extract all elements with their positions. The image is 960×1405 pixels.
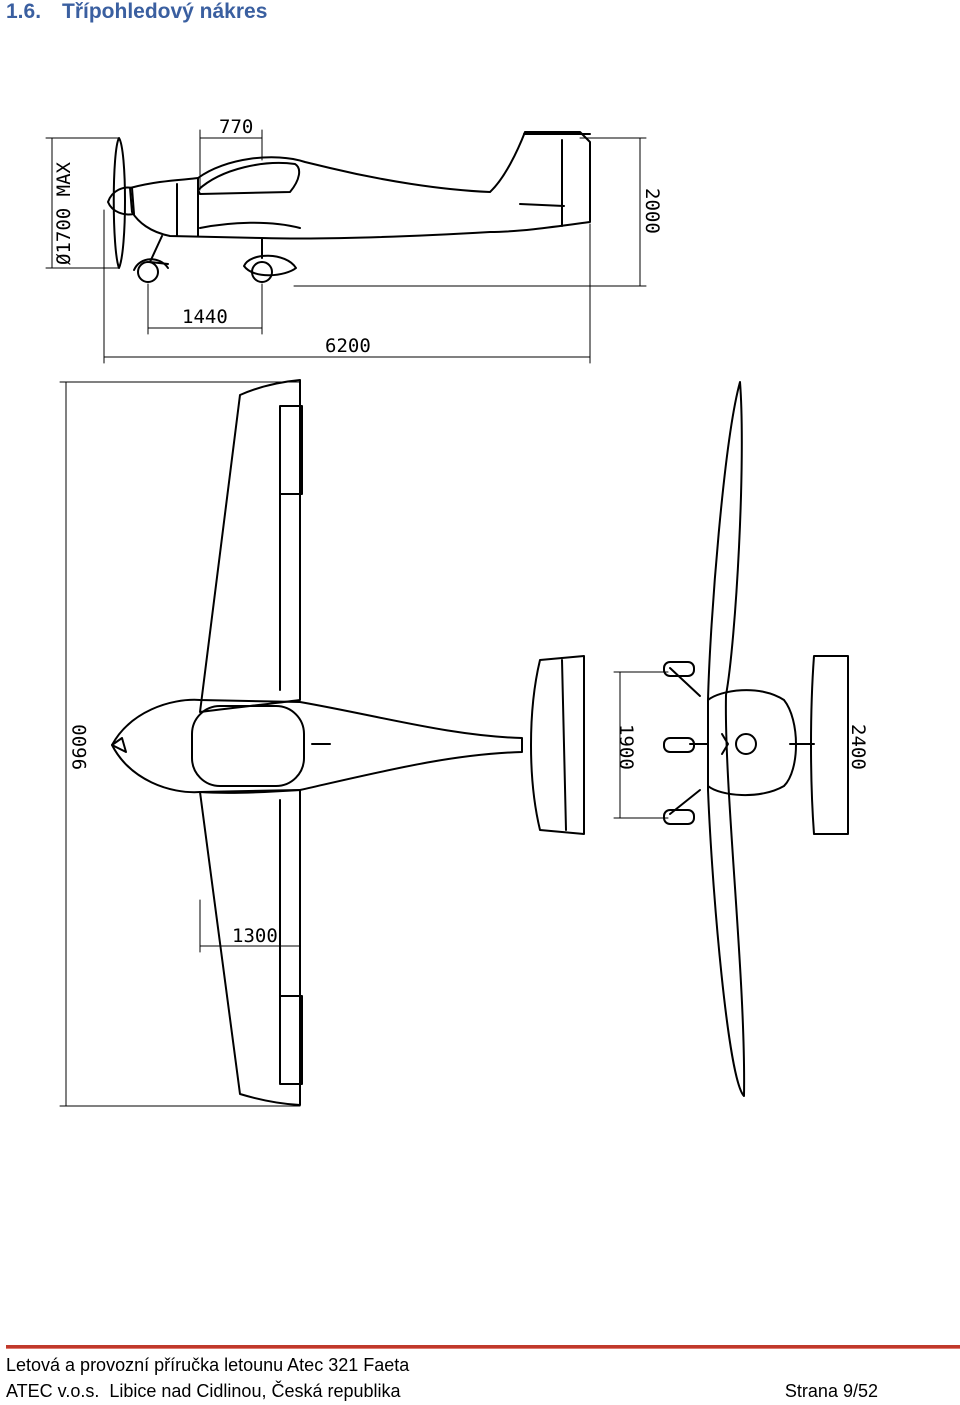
label-cockpit-length: 770 — [219, 116, 253, 138]
propeller-front — [810, 655, 849, 835]
main-wheel — [251, 261, 273, 283]
label-flap: 1300 — [232, 925, 278, 947]
label-length: 6200 — [325, 335, 371, 357]
main-wheel-upper — [663, 661, 695, 677]
aileron-upper — [279, 405, 303, 495]
dim-length — [103, 209, 591, 364]
footer-manual-title: Letová a provozní příručka letounu Atec … — [6, 1355, 410, 1375]
section-heading: 1.6. Třípohledový nákres — [6, 0, 267, 24]
dim-wingspan — [59, 381, 301, 1107]
footer-rule — [6, 1345, 960, 1349]
section-title: Třípohledový nákres — [62, 0, 268, 23]
horizontal-tail-top — [530, 655, 585, 835]
dim-wheel-base — [147, 283, 263, 335]
fuselage-front — [707, 689, 797, 796]
stabilizer-side — [519, 203, 565, 207]
wing-top-upper — [199, 379, 301, 713]
front-view — [613, 381, 849, 1097]
footer-company: ATEC v.o.s. Libice nad Cidlinou, Česká r… — [6, 1381, 401, 1401]
top-view — [59, 379, 585, 1107]
footer-page-number: Strana 9/52 — [784, 1381, 878, 1401]
label-gear-track: 1900 — [615, 724, 637, 770]
nose-wheel-fairing — [133, 258, 169, 271]
side-view — [45, 129, 647, 364]
label-height: 2000 — [641, 188, 663, 234]
fuselage-side — [129, 131, 591, 240]
dim-gear-track — [613, 671, 669, 819]
main-gear-leg-upper — [669, 667, 701, 697]
canopy-side — [197, 162, 301, 195]
aileron-lower — [279, 995, 303, 1085]
nose-wheel-front — [663, 737, 695, 753]
intake — [721, 733, 729, 755]
dim-flap — [199, 899, 301, 953]
main-wheel-fairing — [243, 254, 297, 277]
label-tail-span: 2400 — [847, 724, 869, 770]
main-wheel-lower — [663, 809, 695, 825]
dim-prop-diameter — [45, 137, 119, 269]
spinner-top — [111, 737, 127, 753]
section-number: 1.6. — [6, 0, 42, 23]
canopy-top — [191, 705, 305, 787]
label-wheel-base: 1440 — [182, 306, 228, 328]
wing-side — [199, 221, 301, 229]
label-prop-diameter: Ø1700 MAX — [53, 161, 75, 265]
wing-front — [707, 381, 746, 1097]
nose-wheel — [137, 261, 159, 283]
propeller-side — [112, 137, 126, 269]
elevator-line — [561, 659, 567, 831]
fuselage-top — [111, 698, 523, 794]
dim-height — [293, 137, 647, 287]
dim-cockpit-length — [199, 129, 263, 191]
wing-top-lower — [199, 789, 301, 1106]
three-view-drawing: 770 Ø1700 MAX 2000 1440 6200 9600 1300 1… — [45, 116, 869, 1107]
label-wingspan: 9600 — [69, 724, 91, 770]
spinner — [107, 186, 135, 216]
spinner-front — [735, 733, 757, 755]
